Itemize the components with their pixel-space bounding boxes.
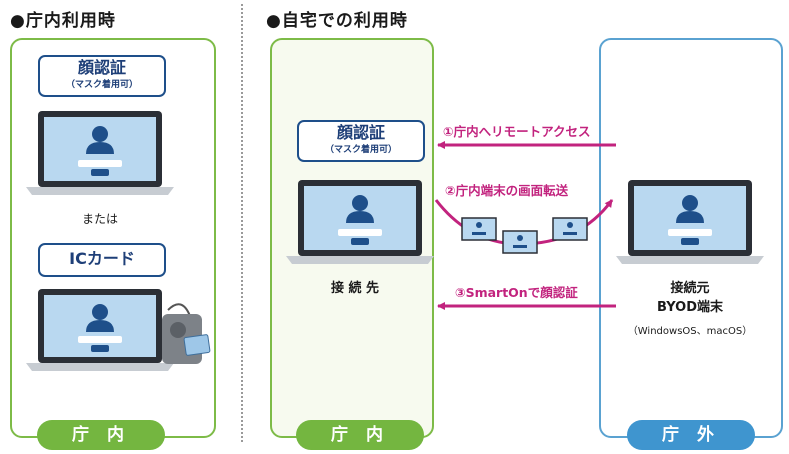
source-caption-line1: 接続元 <box>670 281 710 296</box>
transfer-screen-3 <box>552 217 588 241</box>
step-face-auth-label: ③SmartOnで顔認証 <box>455 285 578 300</box>
face-auth-title: 顔認証 <box>336 123 385 142</box>
target-caption: 接 続 先 <box>330 281 380 296</box>
login-ok-button <box>681 238 699 245</box>
source-os-note: （WindowsOS、macOS） <box>627 326 753 337</box>
card-reader-icon <box>162 314 211 364</box>
laptop-target <box>286 180 434 264</box>
ic-card-badge: ICカード <box>38 243 166 277</box>
left-heading: ●庁内利用時 <box>10 11 116 31</box>
zone-label-left-office: 庁 内 <box>37 420 165 450</box>
laptop-ic-card <box>26 289 191 371</box>
face-auth-badge-left: 顔認証 （マスク着用可） <box>38 55 166 97</box>
or-text: または <box>81 212 118 226</box>
face-auth-subtitle: （マスク着用可） <box>324 145 397 155</box>
laptop-face-auth <box>26 111 174 195</box>
login-ok-button <box>91 345 109 352</box>
right-heading: ●自宅での利用時 <box>266 11 408 31</box>
step-remote-access-label: ①庁内へリモートアクセス <box>443 124 591 139</box>
login-ok-button <box>351 238 369 245</box>
left-office-panel <box>10 38 216 438</box>
source-caption-line2: BYOD端末 <box>657 300 723 315</box>
laptop-byod <box>616 180 764 264</box>
login-ok-button <box>91 169 109 176</box>
face-auth-title: 顔認証 <box>77 58 126 77</box>
face-auth-badge-target: 顔認証 （マスク着用可） <box>297 120 425 162</box>
section-divider <box>241 4 243 442</box>
zone-label-target-office: 庁 内 <box>296 420 424 450</box>
transfer-screen-1 <box>461 217 497 241</box>
ic-card-label: ICカード <box>69 249 135 268</box>
zone-label-external: 庁 外 <box>627 420 755 450</box>
transfer-screen-2 <box>502 230 538 254</box>
face-auth-subtitle: （マスク着用可） <box>65 80 138 90</box>
step-screen-transfer-label: ②庁内端末の画面転送 <box>445 183 569 198</box>
